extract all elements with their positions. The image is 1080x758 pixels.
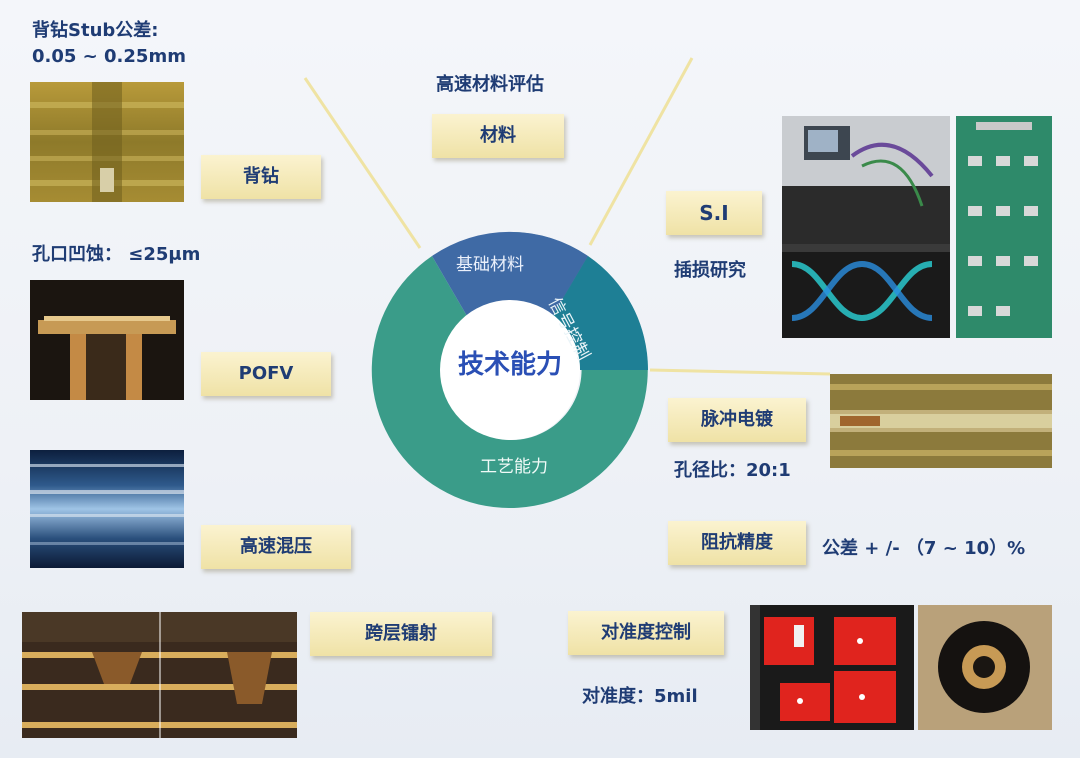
backdrill-spec-line1: 背钻Stub公差: bbox=[32, 20, 159, 41]
capability-donut bbox=[371, 231, 649, 508]
alignment-ring-photo bbox=[918, 605, 1052, 730]
material-eval-label: 高速材料评估 bbox=[436, 74, 544, 95]
alignment-xray-photo bbox=[750, 605, 914, 730]
pofv-photo bbox=[30, 280, 184, 400]
donut-segment-signal bbox=[553, 256, 649, 370]
backdrill-spec-line2: 0.05 ~ 0.25mm bbox=[32, 46, 186, 67]
si-lab-photo bbox=[782, 116, 950, 244]
si-eye-diagram bbox=[782, 244, 950, 338]
impedance-tag: 阻抗精度 bbox=[668, 521, 806, 565]
hybrid-lamination-photo bbox=[30, 450, 184, 568]
si-tag: S.I bbox=[666, 191, 762, 235]
hybrid-lamination-tag: 高速混压 bbox=[201, 525, 351, 569]
backdrill-tag: 背钻 bbox=[201, 155, 321, 199]
donut-center-title: 技术能力 bbox=[457, 350, 562, 380]
material-tag: 材料 bbox=[432, 114, 564, 158]
donut-label-basic: 基础材料 bbox=[456, 255, 524, 275]
si-board-photo bbox=[956, 116, 1052, 338]
pulse-plating-photo bbox=[830, 374, 1052, 468]
donut-label-process: 工艺能力 bbox=[480, 457, 548, 477]
pulse-plating-tag: 脉冲电镀 bbox=[668, 398, 806, 442]
pulse-plating-spec: 孔径比：20:1 bbox=[674, 460, 791, 481]
backdrill-photo bbox=[30, 82, 184, 202]
alignment-tag: 对准度控制 bbox=[568, 611, 724, 655]
laser-via-photo bbox=[22, 612, 297, 738]
pofv-tag: POFV bbox=[201, 352, 331, 396]
alignment-spec: 对准度：5mil bbox=[582, 686, 698, 707]
impedance-spec: 公差 + /- （7 ~ 10）% bbox=[822, 538, 1026, 559]
si-desc: 插损研究 bbox=[674, 260, 746, 281]
laser-via-tag: 跨层镭射 bbox=[310, 612, 492, 656]
donut-segment-basic bbox=[432, 231, 588, 316]
pofv-spec: 孔口凹蚀： ≤25μm bbox=[32, 244, 201, 265]
